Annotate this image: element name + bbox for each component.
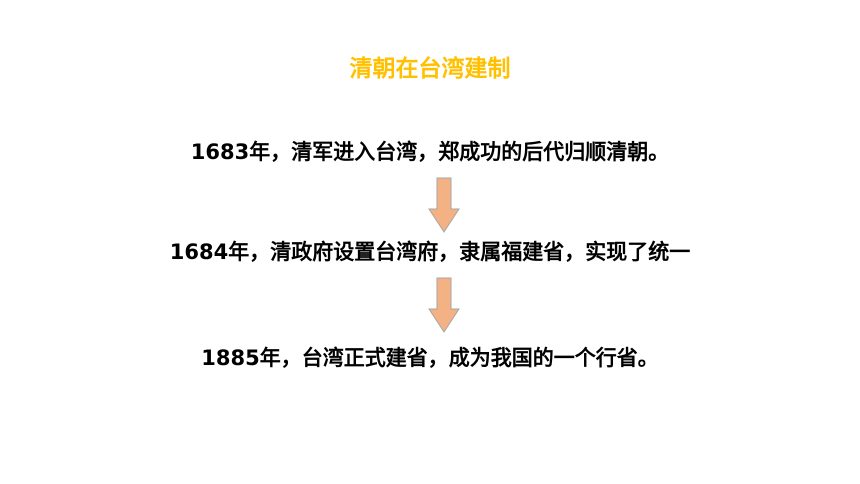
down-arrow-icon [428,277,460,333]
down-arrow-icon [428,177,460,233]
step-1684: 1684年，清政府设置台湾府，隶属福建省，实现了统一 [169,240,691,264]
slide-title: 清朝在台湾建制 [349,56,511,82]
step-1683: 1683年，清军进入台湾，郑成功的后代归顺清朝。 [190,140,670,164]
step-1885: 1885年，台湾正式建省，成为我国的一个行省。 [201,346,659,370]
